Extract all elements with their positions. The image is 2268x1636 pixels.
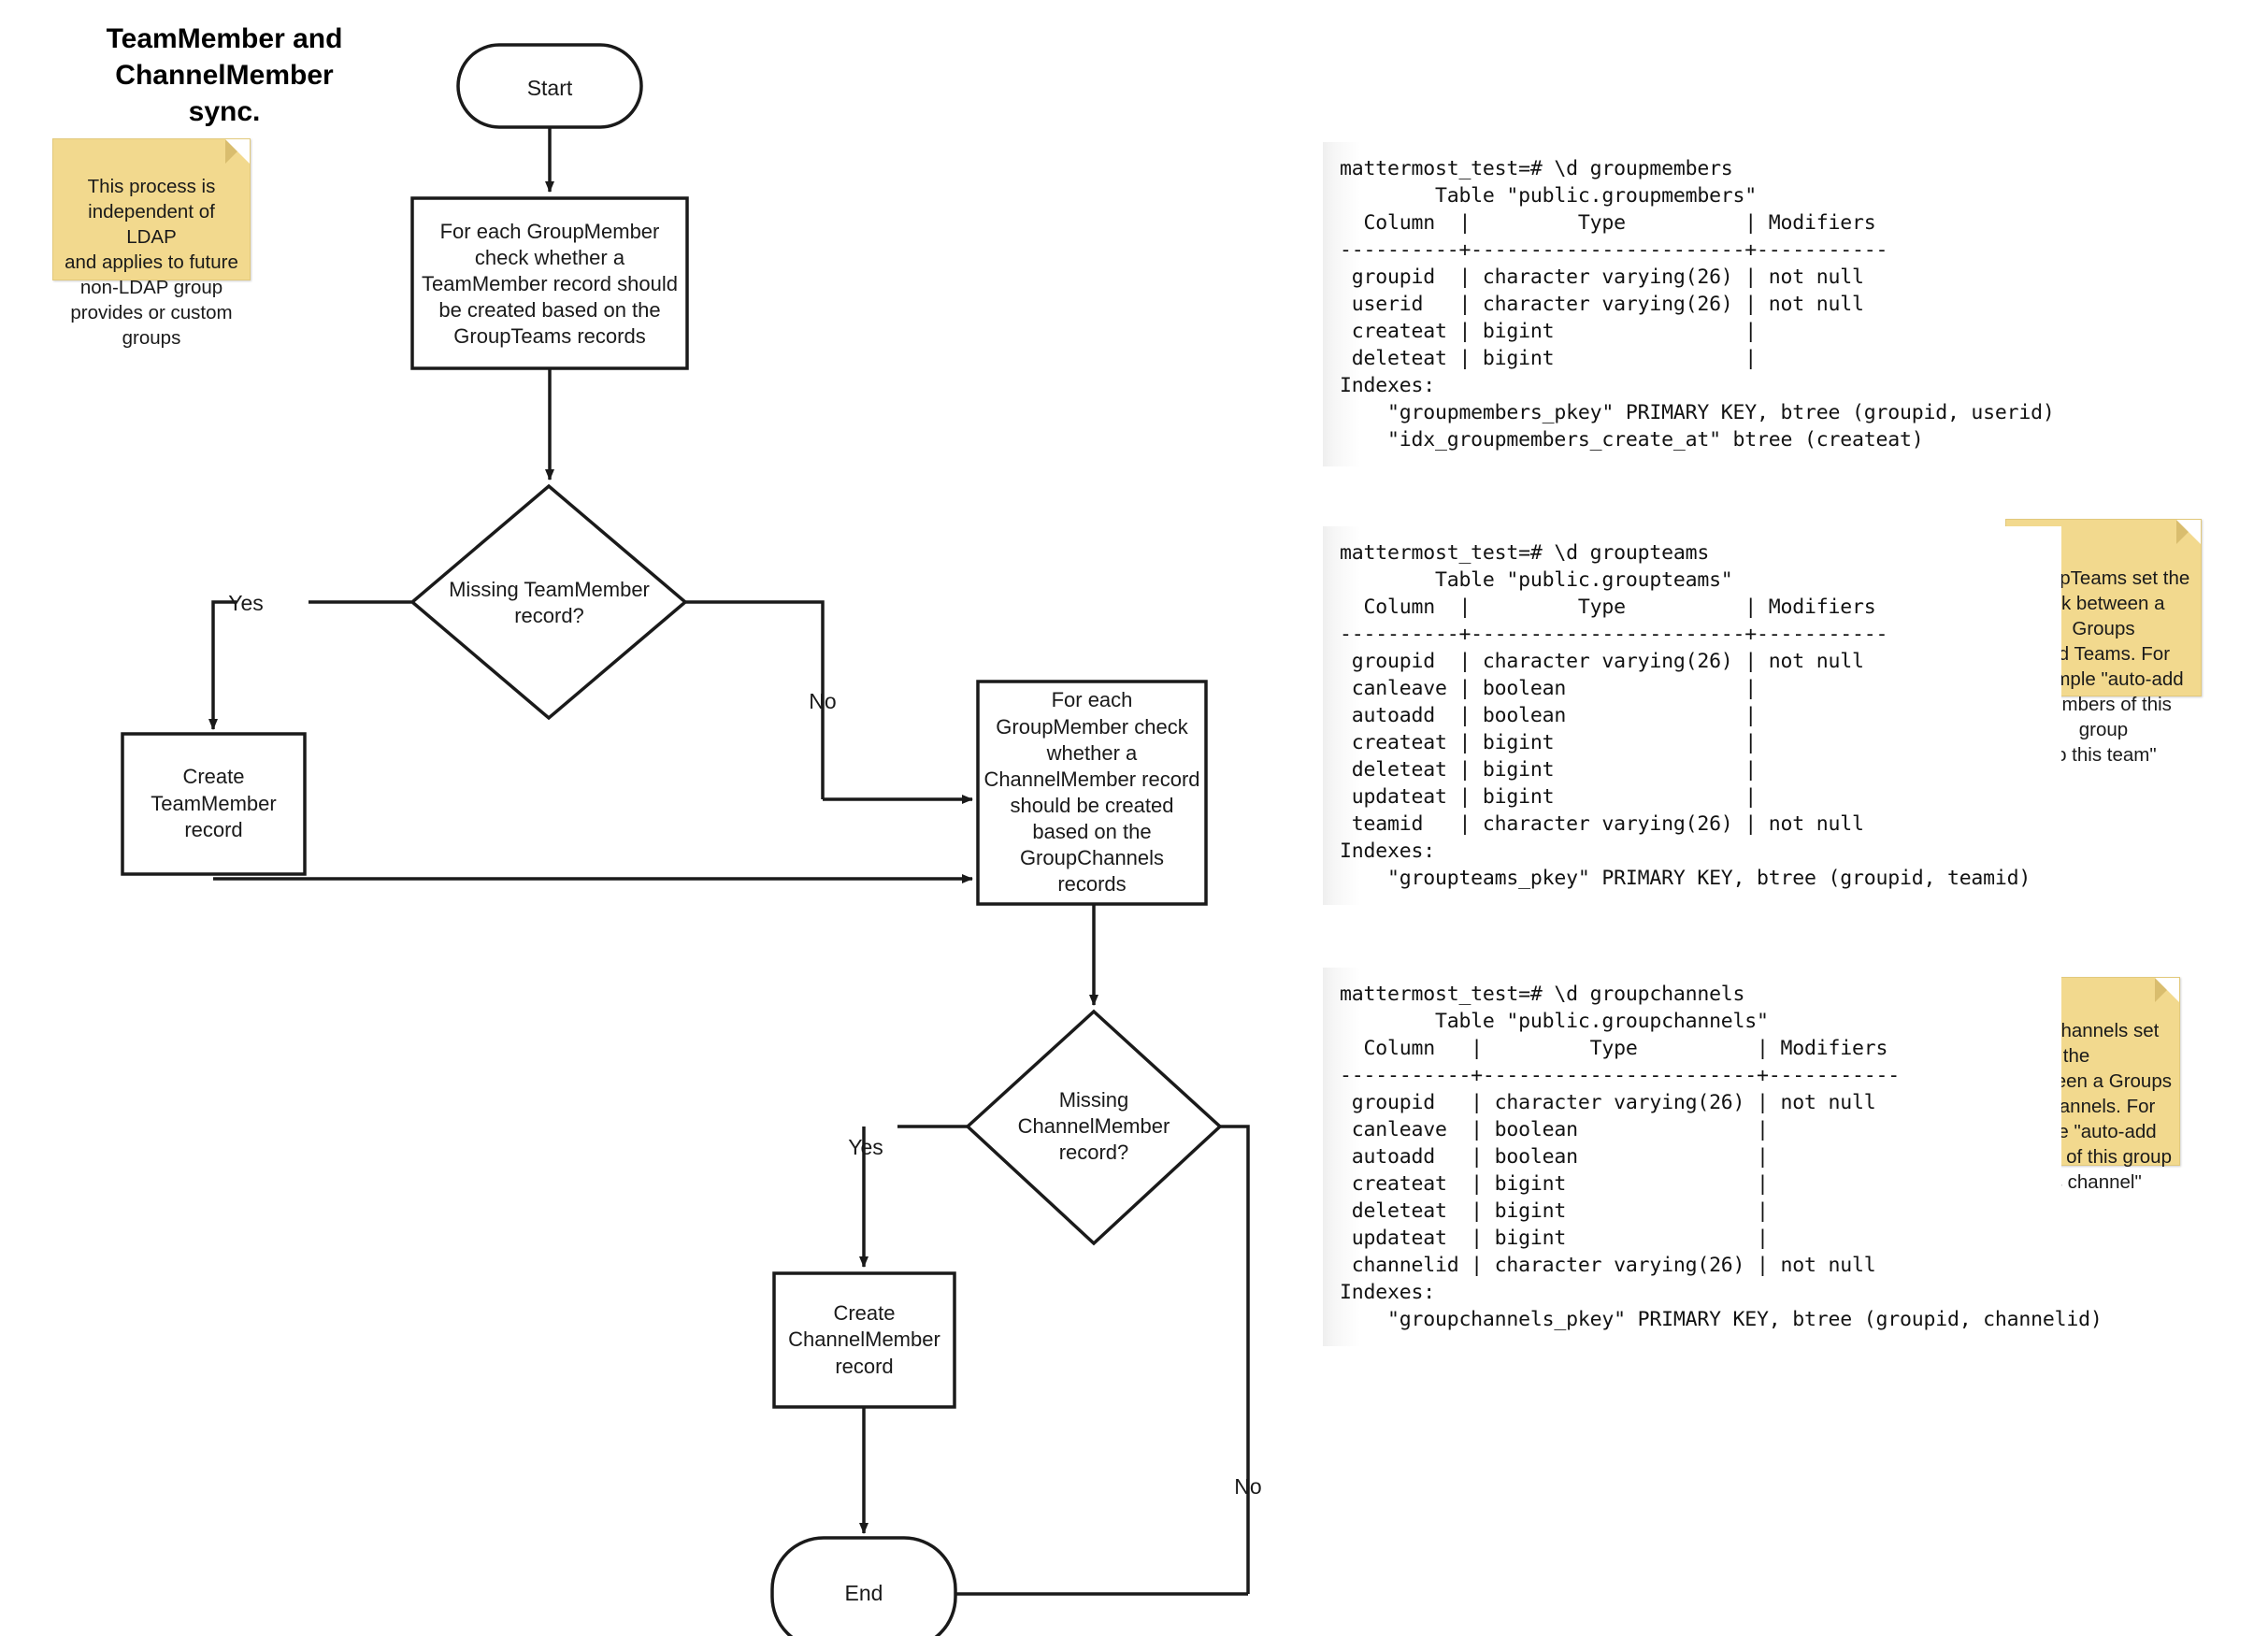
node-process-teammember[interactable]: For each GroupMember check whether a Tea… xyxy=(410,196,689,370)
note-fold-white-icon xyxy=(225,139,250,164)
node-process-channelmember[interactable]: For each GroupMember check whether a Cha… xyxy=(976,680,1208,906)
note-fold-white-icon xyxy=(2155,978,2179,1002)
edge-decision2-no-down xyxy=(1220,1125,1250,1594)
node-process-teammember-label: For each GroupMember check whether a Tea… xyxy=(422,219,678,349)
node-decision-teammember[interactable]: Missing TeamMember record? xyxy=(409,483,688,721)
edge-label-teammember-yes: Yes xyxy=(228,591,264,615)
node-create-channelmember[interactable]: Create ChannelMember record xyxy=(767,1271,962,1409)
edge-label-teammember-no: No xyxy=(809,689,836,713)
edge-decision1-yes-down xyxy=(208,600,237,730)
terminal-output-groupteams: mattermost_test=# \d groupteams Table "p… xyxy=(1323,526,2061,905)
node-decision-channelmember[interactable]: Missing ChannelMember record? xyxy=(965,1009,1223,1246)
node-create-channelmember-label: Create ChannelMember record xyxy=(788,1300,940,1378)
node-decision-channelmember-label: Missing ChannelMember record? xyxy=(1017,1087,1170,1165)
node-start-label: Start xyxy=(527,76,573,100)
node-start[interactable]: Start xyxy=(456,43,643,129)
edge-decision1-no-v xyxy=(685,600,825,799)
flow-edges xyxy=(208,126,1250,1599)
edge-label-channelmember-yes: Yes xyxy=(848,1135,883,1159)
node-create-teammember[interactable]: Create TeamMember record xyxy=(121,732,307,876)
sticky-note-ldap: This process is independent of LDAP and … xyxy=(52,138,251,349)
node-process-channelmember-label: For each GroupMember check whether a Cha… xyxy=(983,688,1200,897)
node-end-label: End xyxy=(845,1581,883,1605)
node-end[interactable]: End xyxy=(770,1536,957,1636)
sticky-note-ldap-text: This process is independent of LDAP and … xyxy=(65,176,238,350)
node-decision-teammember-label: Missing TeamMember record? xyxy=(449,577,650,627)
page-title: TeamMember and ChannelMember sync. xyxy=(106,23,343,127)
terminal-output-groupchannels: mattermost_test=# \d groupchannels Table… xyxy=(1323,968,2103,1346)
edge-label-channelmember-no: No xyxy=(1234,1474,1261,1499)
note-fold-white-icon xyxy=(2176,520,2201,544)
terminal-output-groupmembers: mattermost_test=# \d groupmembers Table … xyxy=(1323,142,2061,466)
node-create-teammember-label: Create TeamMember record xyxy=(151,765,277,842)
